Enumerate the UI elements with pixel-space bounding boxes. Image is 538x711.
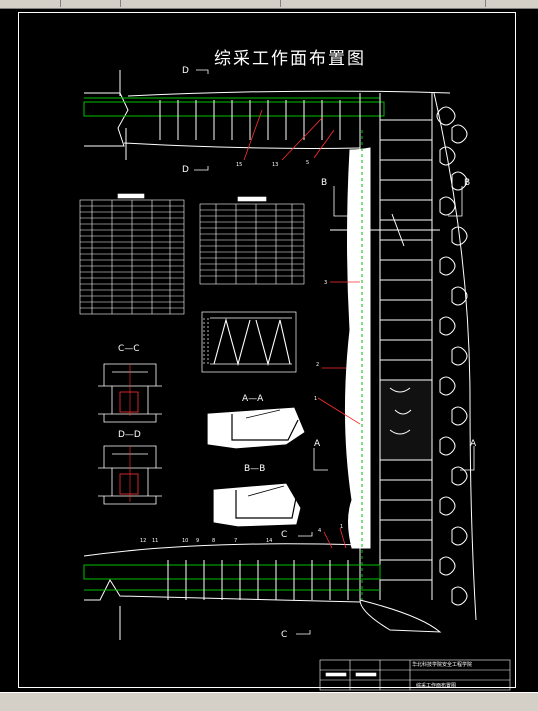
label-c-top: C [281, 530, 288, 540]
svg-text:2: 2 [316, 362, 319, 368]
section-dd [98, 445, 162, 505]
view-title-dd: D—D [118, 430, 141, 440]
callout-numbers: 15 13 5 3 2 1 4 1 12 11 10 9 8 7 14 [140, 160, 343, 544]
svg-text:5: 5 [306, 160, 309, 166]
svg-text:15: 15 [236, 162, 242, 168]
bottom-roadway [83, 543, 442, 640]
svg-text:12: 12 [140, 538, 146, 544]
svg-text:9: 9 [196, 538, 199, 544]
top-roadway [83, 70, 451, 160]
table-right [199, 196, 305, 285]
drawing-title: 综采工作面布置图 [214, 49, 366, 69]
label-b-left: B [321, 178, 328, 188]
view-title-bb: B—B [244, 464, 266, 474]
svg-text:14: 14 [266, 538, 272, 544]
view-title-cc: C—C [118, 344, 140, 354]
bottom-supports [167, 560, 349, 600]
label-b-right: B [464, 178, 471, 188]
label-c-bottom: C [281, 630, 288, 640]
svg-text:13: 13 [272, 162, 278, 168]
title-block [319, 659, 511, 691]
view-title-aa: A—A [242, 394, 264, 404]
toolbar-lineweight-combo[interactable] [485, 0, 538, 7]
goaf-rubble [433, 92, 477, 621]
label-d-bottom: D [182, 165, 189, 175]
status-strip [0, 692, 538, 711]
top-supports [159, 100, 341, 140]
svg-text:8: 8 [212, 538, 215, 544]
svg-text:7: 7 [234, 538, 237, 544]
table-left [79, 193, 185, 315]
drawing-border [18, 12, 516, 688]
svg-text:3: 3 [324, 280, 327, 286]
section-cc [98, 363, 162, 423]
section-lines [194, 69, 475, 635]
toolbar-strip [0, 0, 538, 9]
face-supports [380, 119, 432, 581]
svg-text:1: 1 [314, 396, 317, 402]
label-a-left: A [314, 439, 321, 449]
svg-text:11: 11 [152, 538, 158, 544]
svg-text:10: 10 [182, 538, 188, 544]
coal-face [330, 92, 477, 621]
cycle-chart [201, 311, 297, 373]
title-block-drawing-name: 综采工作面布置图 [416, 683, 457, 689]
section-aa [207, 407, 305, 449]
callout-leaders [243, 109, 361, 549]
section-bb [213, 483, 301, 527]
toolbar-layer-combo[interactable] [120, 0, 281, 7]
svg-text:4: 4 [318, 528, 321, 534]
toolbar-icons[interactable] [60, 0, 121, 7]
svg-text:1: 1 [340, 524, 343, 530]
toolbar-linetype-combo[interactable] [280, 0, 486, 7]
title-block-school: 华北科技学院安全工程学院 [412, 662, 473, 668]
label-a-right: A [470, 439, 477, 449]
label-d-top: D [182, 66, 189, 76]
